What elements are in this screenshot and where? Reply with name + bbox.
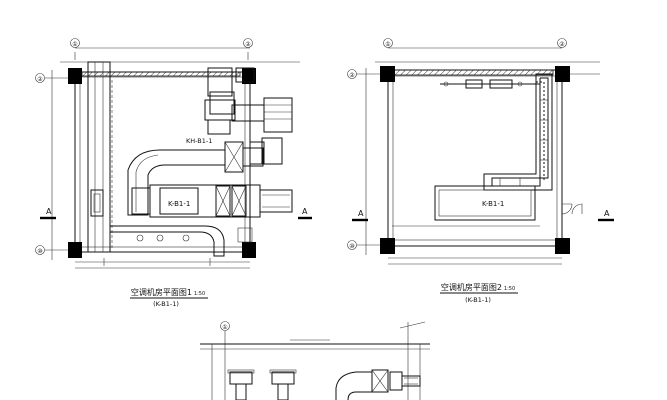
svg-text:A: A: [604, 209, 610, 218]
axis-bubble-top-left: ①: [70, 38, 80, 48]
svg-text:⑩: ⑩: [349, 243, 354, 250]
svg-text:②: ②: [245, 41, 251, 48]
svg-text:①: ①: [72, 41, 77, 48]
unit-tag-upper: KH-B1-1: [186, 137, 212, 145]
plan-1: ① ② ② ⑩: [35, 38, 312, 308]
axis-bubble-left-top: ②: [35, 73, 45, 83]
svg-text:A: A: [358, 209, 364, 218]
column: [68, 242, 82, 258]
plan-2: ① ② ② ⑩: [347, 38, 614, 304]
axis-bubble-top-right: ②: [243, 38, 253, 48]
svg-text:①: ①: [385, 41, 390, 48]
column: [380, 238, 395, 254]
axis-bubble-top-right: ②: [557, 38, 567, 48]
axis-bubble-left-top: ②: [347, 69, 357, 79]
plan-2-equipment: (K-B1-1): [465, 296, 491, 304]
column: [242, 242, 256, 258]
column: [380, 66, 395, 82]
unit-tag: K-B1-1: [482, 200, 504, 208]
air-handling-unit: [149, 184, 261, 218]
column: [68, 68, 82, 84]
unit-tag-lower: K-B1-1: [168, 200, 190, 208]
svg-text:⑩: ⑩: [37, 248, 42, 255]
svg-text:②: ②: [349, 72, 355, 79]
section-mark-right: A: [298, 207, 312, 220]
column: [555, 238, 570, 254]
column: [242, 68, 256, 84]
section-view: ①: [200, 321, 430, 400]
axis-bubble-left-bottom: ⑩: [35, 245, 45, 255]
column: [555, 66, 570, 82]
axis-bubble-top-left: ①: [383, 38, 393, 48]
air-handling-unit: [434, 185, 536, 221]
svg-text:②: ②: [559, 41, 565, 48]
riser-unit: [227, 369, 255, 400]
svg-text:A: A: [302, 207, 308, 216]
riser-unit: [269, 369, 297, 400]
section-mark-left: A: [40, 207, 56, 220]
svg-text:①: ①: [222, 324, 227, 331]
axis-bubble-left-bottom: ⑩: [347, 240, 357, 250]
section-mark-right: A: [598, 209, 614, 222]
axis-bubble-top: ①: [220, 321, 230, 331]
plan-1-equipment: (K-B1-1): [153, 300, 179, 308]
svg-text:A: A: [46, 207, 52, 216]
section-mark-left: A: [352, 209, 368, 222]
svg-text:②: ②: [37, 76, 43, 83]
